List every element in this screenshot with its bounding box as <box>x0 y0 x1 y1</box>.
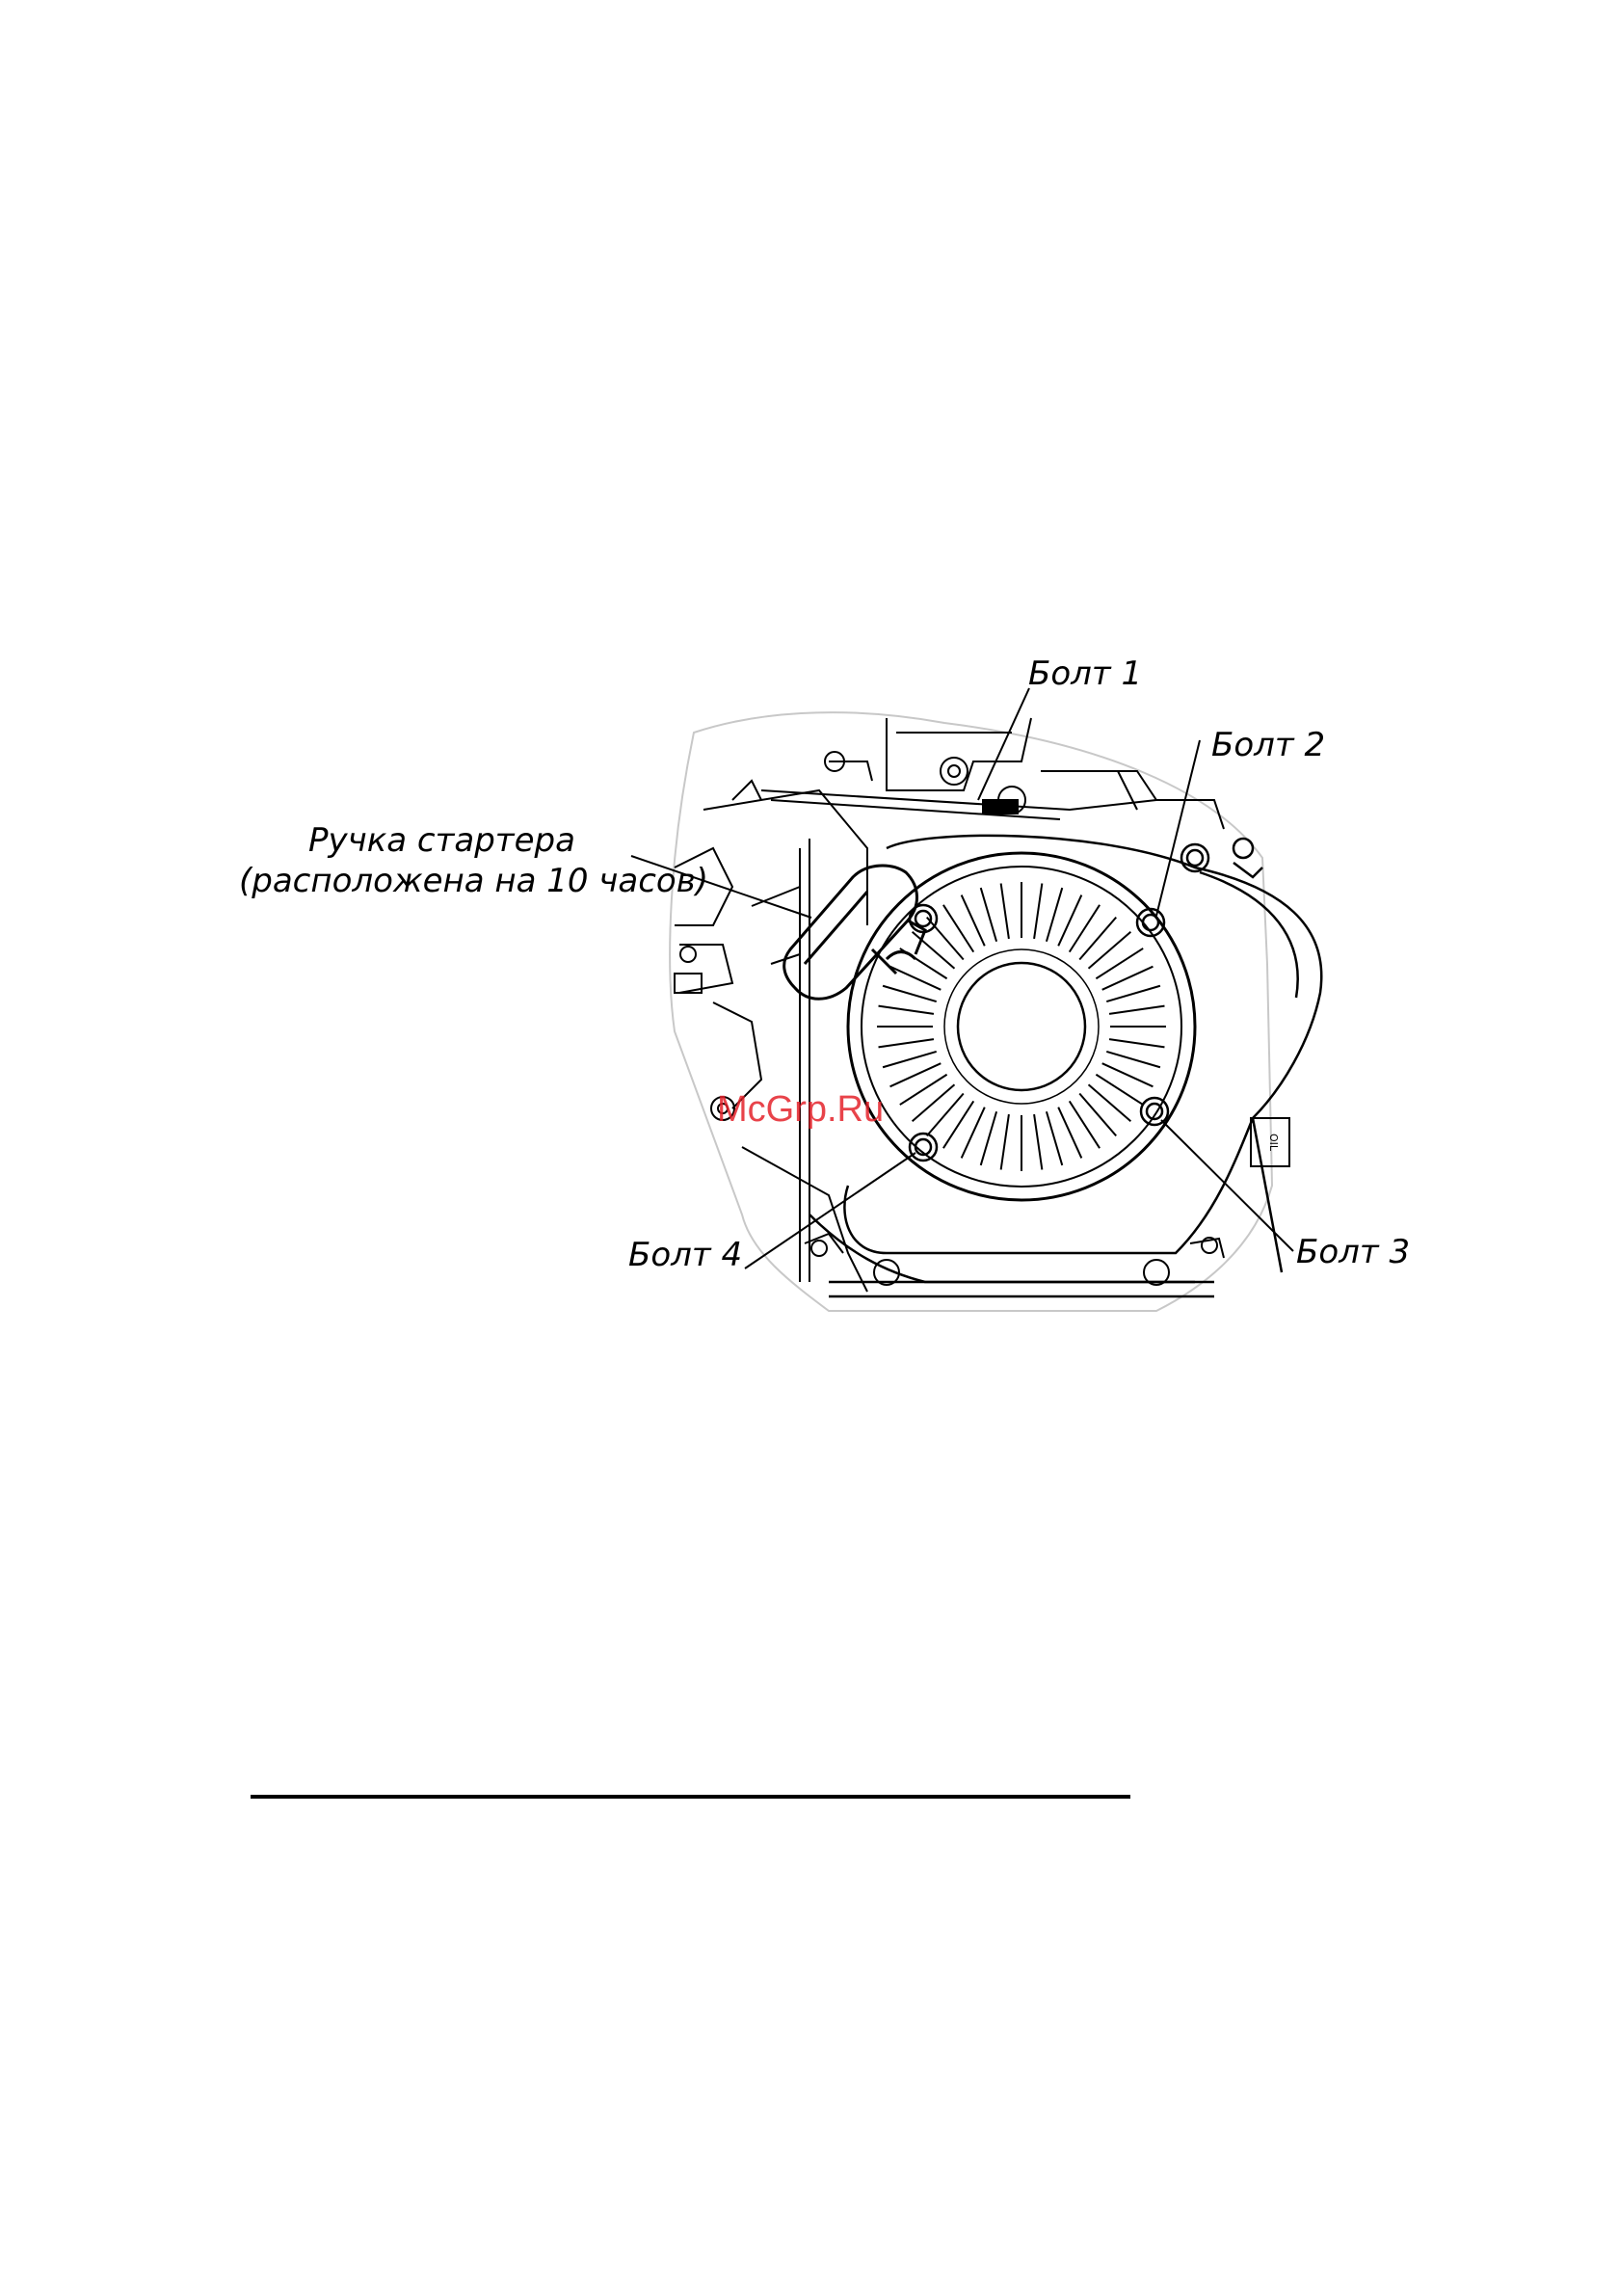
vent-slot <box>913 1084 955 1121</box>
bolt-right-bracket <box>1181 839 1262 877</box>
starter-handle <box>784 866 925 999</box>
vent-slot <box>1106 986 1160 1001</box>
vent-slot <box>981 1111 996 1165</box>
vent-slot <box>1079 1094 1116 1136</box>
oil-label-text: OIL <box>1267 1134 1280 1152</box>
vent-slot <box>883 1052 937 1067</box>
vent-slot <box>927 1094 964 1136</box>
vent-slot <box>1089 932 1131 969</box>
vent-slot <box>1047 888 1062 942</box>
label-bolt-4: Болт 4 <box>628 1236 742 1274</box>
vent-slot <box>1079 918 1116 960</box>
page-divider-rule <box>251 1795 1130 1799</box>
vent-slot <box>883 986 937 1001</box>
recoil-starter <box>848 853 1195 1200</box>
vent-slot <box>1001 1114 1009 1169</box>
top-linkage <box>761 718 1224 829</box>
bolt-4 <box>910 1134 937 1161</box>
watermark-text: McGrp.Ru <box>717 1089 884 1130</box>
label-bolt-2: Болт 2 <box>1211 726 1325 764</box>
vent-slot <box>981 888 996 942</box>
engine-side-parts <box>675 781 867 1292</box>
label-bolt-1: Болт 1 <box>1028 654 1142 693</box>
label-bolt-3: Болт 3 <box>1296 1233 1410 1271</box>
vent-slot <box>879 1006 934 1014</box>
vent-slot <box>1001 884 1009 939</box>
vent-slot <box>1109 1006 1164 1014</box>
vent-slot <box>1089 1084 1131 1121</box>
label-starter-handle-line1: Ручка стартера <box>308 821 575 860</box>
vent-slot <box>1106 1052 1160 1067</box>
label-starter-handle-line2: (расположена на 10 часов) <box>239 862 708 900</box>
vent-slot <box>1034 884 1042 939</box>
vent-slot <box>927 918 964 960</box>
vent-slot <box>1034 1114 1042 1169</box>
vent-slot <box>1109 1039 1164 1047</box>
vent-slot <box>879 1039 934 1047</box>
vent-slot <box>1047 1111 1062 1165</box>
bolt-3 <box>1141 1098 1168 1125</box>
